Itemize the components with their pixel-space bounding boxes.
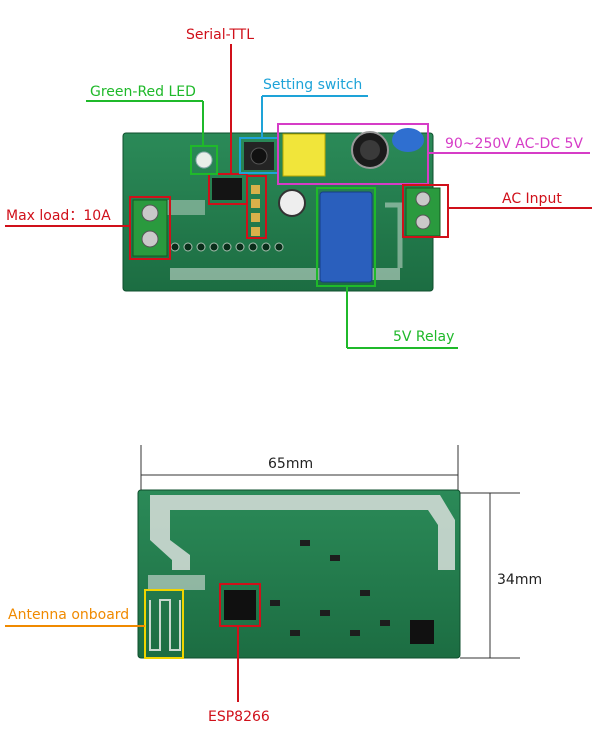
ac-dc-callout [277, 123, 590, 185]
esp8266-callout [219, 583, 261, 702]
relay-label: 5V Relay [393, 329, 455, 345]
esp8266-label: ESP8266 [208, 709, 270, 725]
ac-input-callout [402, 184, 592, 238]
green-red-led-label: Green-Red LED [90, 84, 196, 100]
serial-ttl-label: Serial-TTL [186, 27, 255, 43]
width-dimension-label: 65mm [268, 456, 314, 472]
setting-switch-label: Setting switch [263, 77, 363, 93]
top-pcb-board [122, 128, 441, 292]
green-red-led-callout [86, 100, 218, 175]
width-dimension [140, 445, 459, 490]
antenna-label: Antenna onboard [8, 607, 130, 623]
bottom-pcb-board [137, 489, 461, 659]
ac-input-label: AC Input [502, 191, 562, 207]
relay-callout [316, 187, 458, 349]
max-load-callout [5, 196, 171, 260]
ac-dc-label: 90~250V AC-DC 5V [445, 136, 583, 152]
serial-ttl-callout [208, 44, 267, 239]
height-dimension-label: 34mm [497, 572, 543, 588]
antenna-callout [5, 589, 184, 659]
max-load-label: Max load：10A [6, 208, 111, 224]
height-dimension [460, 492, 520, 659]
